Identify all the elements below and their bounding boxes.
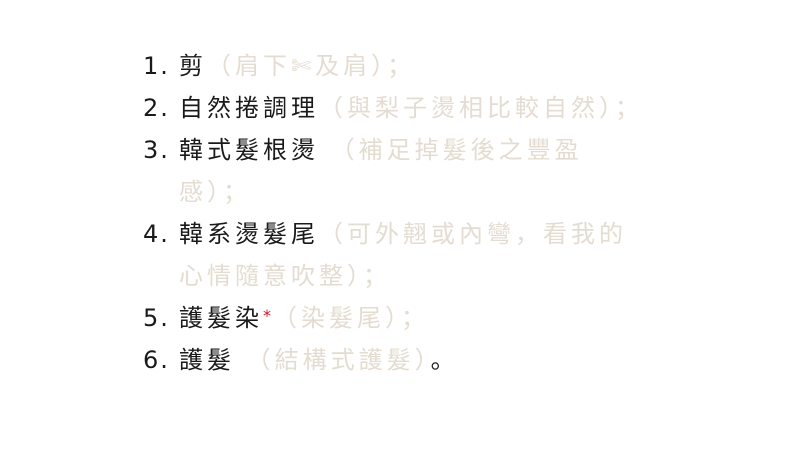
item-number: 2.	[143, 94, 170, 122]
list-item-3: 3. 韓式髮根燙 （補足掉髮後之豐盈感）；	[143, 129, 663, 213]
list-item-6: 6. 護髮 （結構式護髮）。	[143, 339, 663, 381]
list-item-2: 2. 自然捲調理（與梨子燙相比較自然）；	[143, 87, 663, 129]
item-note: （肩下✄及肩）；	[207, 52, 416, 80]
item-note: （與梨子燙相比較自然）；	[319, 94, 643, 122]
service-list: 1. 剪（肩下✄及肩）； 2. 自然捲調理（與梨子燙相比較自然）； 3. 韓式髮…	[143, 45, 663, 381]
item-number: 5.	[143, 304, 170, 332]
item-text: 韓式髮根燙 （補足掉髮後之豐盈感）；	[179, 129, 649, 213]
item-number: 1.	[143, 52, 170, 80]
item-end-punctuation: 。	[430, 346, 459, 374]
item-number: 3.	[143, 136, 170, 164]
item-note: （可外翹或內彎，看我的心情隨意吹整）；	[179, 220, 627, 290]
item-text: 自然捲調理（與梨子燙相比較自然）；	[179, 87, 649, 129]
item-service-name: 護髮	[179, 346, 235, 374]
item-service-name: 韓系燙髮尾	[179, 220, 319, 248]
item-number: 6.	[143, 346, 170, 374]
item-text: 剪（肩下✄及肩）；	[179, 45, 649, 87]
asterisk-mark: *	[263, 306, 273, 325]
item-service-name: 剪	[179, 52, 207, 80]
item-note: （染髮尾）；	[273, 304, 429, 332]
list-item-4: 4. 韓系燙髮尾（可外翹或內彎，看我的心情隨意吹整）；	[143, 213, 663, 297]
item-note: （補足掉髮後之豐盈感）；	[179, 136, 583, 206]
item-number: 4.	[143, 220, 170, 248]
item-note: （結構式護髮）	[235, 346, 431, 374]
list-item-5: 5. 護髮染*（染髮尾）；	[143, 297, 663, 339]
item-text: 護髮染*（染髮尾）；	[179, 297, 649, 339]
item-service-name: 護髮染	[179, 304, 263, 332]
item-service-name: 自然捲調理	[179, 94, 319, 122]
item-text: 護髮 （結構式護髮）。	[179, 339, 649, 381]
list-item-1: 1. 剪（肩下✄及肩）；	[143, 45, 663, 87]
item-service-name: 韓式髮根燙	[179, 136, 319, 164]
item-text: 韓系燙髮尾（可外翹或內彎，看我的心情隨意吹整）；	[179, 213, 649, 297]
